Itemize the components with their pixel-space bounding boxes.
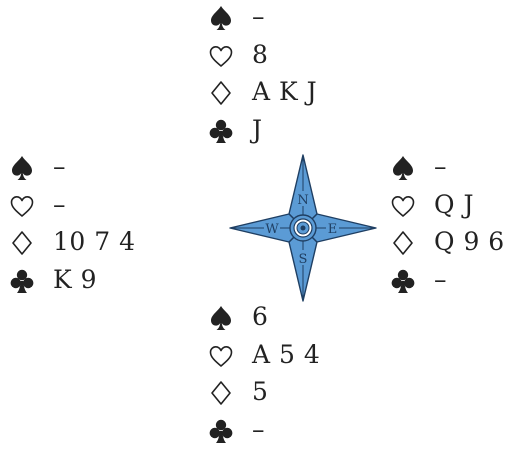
south-hearts-cards: A 5 4	[252, 340, 320, 370]
spade-icon	[7, 153, 37, 183]
spade-icon	[388, 153, 418, 183]
south-spades-cards: 6	[252, 302, 268, 332]
heart-icon	[206, 341, 236, 371]
east-hearts-cards: Q J	[434, 190, 474, 220]
east-diamonds-cards: Q 9 6	[434, 227, 505, 257]
north-clubs-cards: J	[252, 115, 263, 145]
east-spades-cards: –	[434, 152, 447, 182]
spade-icon	[206, 3, 236, 33]
diamond-icon	[388, 228, 418, 258]
diamond-icon	[206, 78, 236, 108]
diamond-icon	[206, 378, 236, 408]
club-icon	[206, 416, 236, 446]
north-diamonds-cards: A K J	[252, 77, 317, 107]
club-icon	[388, 266, 418, 296]
club-icon	[206, 116, 236, 146]
south-diamonds-cards: 5	[252, 377, 268, 407]
diamond-icon	[7, 228, 37, 258]
heart-icon	[388, 191, 418, 221]
north-spades-cards: –	[252, 2, 265, 32]
heart-icon	[7, 191, 37, 221]
west-spades-cards: –	[53, 152, 66, 182]
heart-icon	[206, 41, 236, 71]
compass-rose: N S W E	[228, 153, 378, 303]
compass-north-label: N	[297, 193, 308, 208]
compass-east-label: E	[328, 222, 338, 237]
south-clubs-cards: –	[252, 415, 265, 445]
north-hearts-cards: 8	[252, 40, 268, 70]
west-diamonds-cards: 10 7 4	[53, 227, 136, 257]
compass-south-label: S	[299, 252, 308, 267]
club-icon	[7, 266, 37, 296]
compass-west-label: W	[265, 222, 279, 237]
east-clubs-cards: –	[434, 265, 447, 295]
spade-icon	[206, 303, 236, 333]
west-clubs-cards: K 9	[53, 265, 97, 295]
west-hearts-cards: –	[53, 190, 66, 220]
